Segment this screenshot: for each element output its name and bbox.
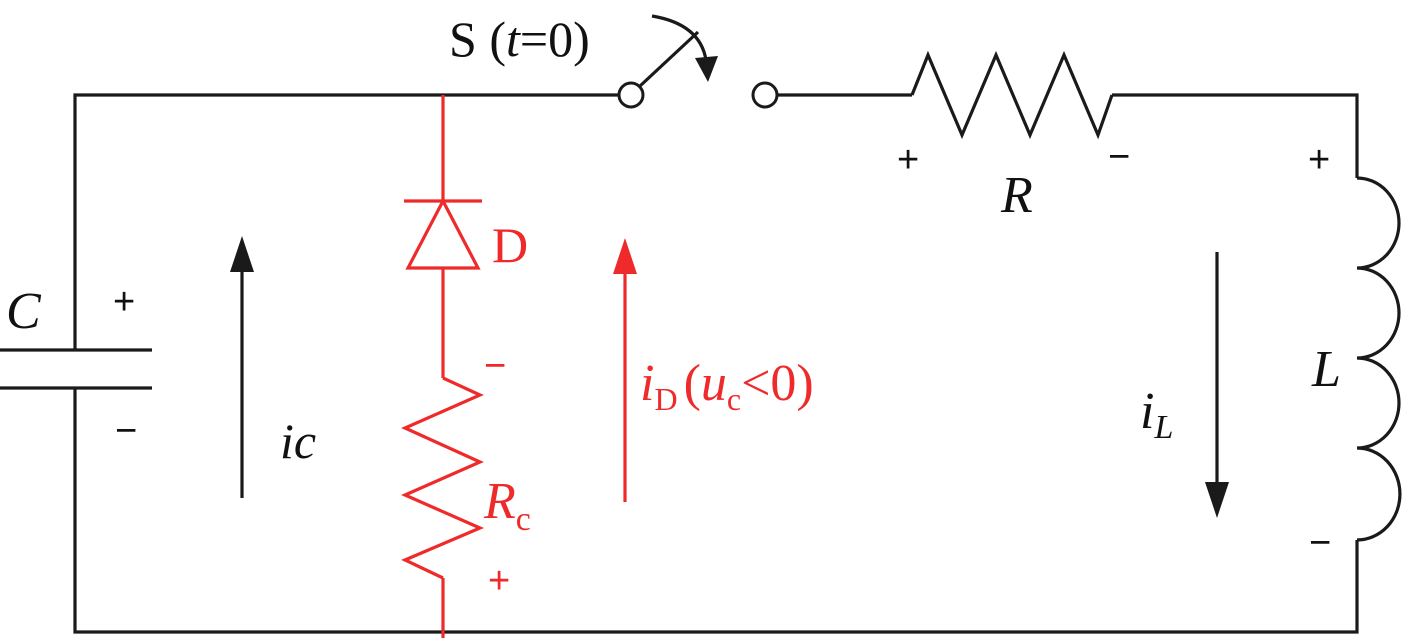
switch-closing-arrow [651,14,708,61]
resistor-rc-plus-sign: + [488,560,510,602]
il-arrow [1205,252,1229,518]
inductor-plus-sign: + [1308,139,1330,181]
capacitor-plus-sign: + [113,281,135,323]
diode-triangle [405,197,481,270]
id-arrow [613,238,637,502]
resistor-r-label: R [1000,167,1033,224]
switch-blade [638,30,700,88]
ic-label: ic [280,413,316,469]
ic-arrow [230,236,254,498]
top-wire-right [1112,93,1359,178]
top-wire-left [73,93,619,350]
diode-label: D [492,217,528,273]
switch-terminal-right [751,81,779,109]
switch-label: S (t=0) [449,11,590,67]
il-label: iL [1140,383,1173,446]
right-wire-bottom [73,388,1359,634]
resistor-rc [401,376,485,580]
resistor-r [910,50,1114,140]
resistor-r-plus-sign: + [897,139,919,181]
capacitor-c [0,348,152,390]
capacitor-minus-sign: − [115,410,137,452]
resistor-rc-minus-sign: − [484,345,506,387]
switch-s [617,14,779,109]
capacitor-label: C [6,283,42,340]
main-loop-wires [73,93,1359,634]
inductor-l [1356,176,1402,542]
resistor-rc-label: Rc [483,473,531,538]
resistor-r-minus-sign: − [1108,136,1130,178]
inductor-minus-sign: − [1309,522,1331,564]
diode-branch [401,95,485,638]
inductor-label: L [1311,341,1341,398]
id-label: iD(uc<0) [640,355,814,417]
switch-terminal-left [617,81,645,109]
